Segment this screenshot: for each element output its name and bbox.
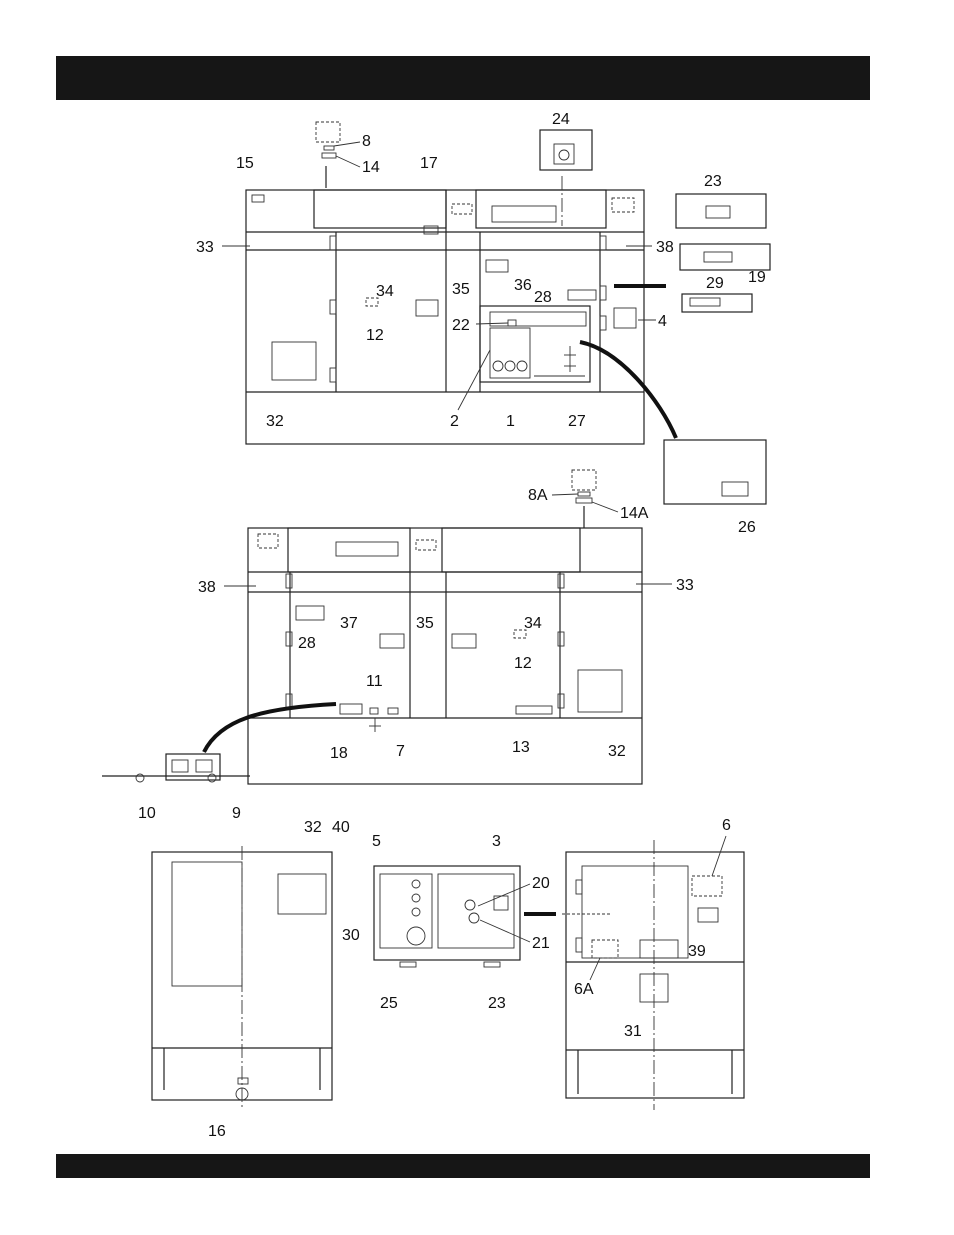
callout-35: 35 [452,281,470,298]
callout-36: 36 [514,277,532,294]
callout-33: 33 [676,577,694,594]
callout-6A: 6A [574,981,594,998]
callout-31: 31 [624,1023,642,1040]
callout-4: 4 [658,313,667,330]
callout-23: 23 [704,173,722,190]
callout-9: 9 [232,805,241,822]
callout-25: 25 [380,995,398,1012]
front-view-generator [246,122,770,504]
callout-10: 10 [138,805,156,822]
callout-32: 32 [608,743,626,760]
control-panel-view [374,866,610,967]
callout-29: 29 [706,275,724,292]
callout-18: 18 [330,745,348,762]
callout-8A: 8A [528,487,548,504]
callout-13: 13 [512,739,530,756]
callout-39: 39 [688,943,706,960]
callout-19: 19 [748,269,766,286]
callout-28: 28 [298,635,316,652]
callout-27: 27 [568,413,586,430]
callout-34: 34 [524,615,542,632]
callout-28: 28 [534,289,552,306]
callout-38: 38 [656,239,674,256]
callout-7: 7 [396,743,405,760]
callout-34: 34 [376,283,394,300]
callout-32: 32 [266,413,284,430]
callout-15: 15 [236,155,254,172]
callout-11: 11 [366,673,383,690]
rear-view-generator [102,470,642,784]
callout-20: 20 [532,875,550,892]
callout-2: 2 [450,413,459,430]
callout-3: 3 [492,833,501,850]
callout-21: 21 [532,935,550,952]
callout-16: 16 [208,1123,226,1140]
callout-22: 22 [452,317,470,334]
callout-40: 40 [332,819,350,836]
callout-26: 26 [738,519,756,536]
callout-33: 33 [196,239,214,256]
callout-14A: 14A [620,505,649,522]
callout-35: 35 [416,615,434,632]
callout-1: 1 [506,413,515,430]
side-view-left [152,846,332,1110]
callout-5: 5 [372,833,381,850]
callout-23: 23 [488,995,506,1012]
callout-17: 17 [420,155,438,172]
callout-32: 32 [304,819,322,836]
callout-12: 12 [514,655,532,672]
callout-12: 12 [366,327,384,344]
callout-24: 24 [552,111,570,128]
callout-37: 37 [340,615,358,632]
callout-8: 8 [362,133,371,150]
callout-30: 30 [342,927,360,944]
callout-14: 14 [362,159,380,176]
callout-38: 38 [198,579,216,596]
callout-6: 6 [722,817,731,834]
